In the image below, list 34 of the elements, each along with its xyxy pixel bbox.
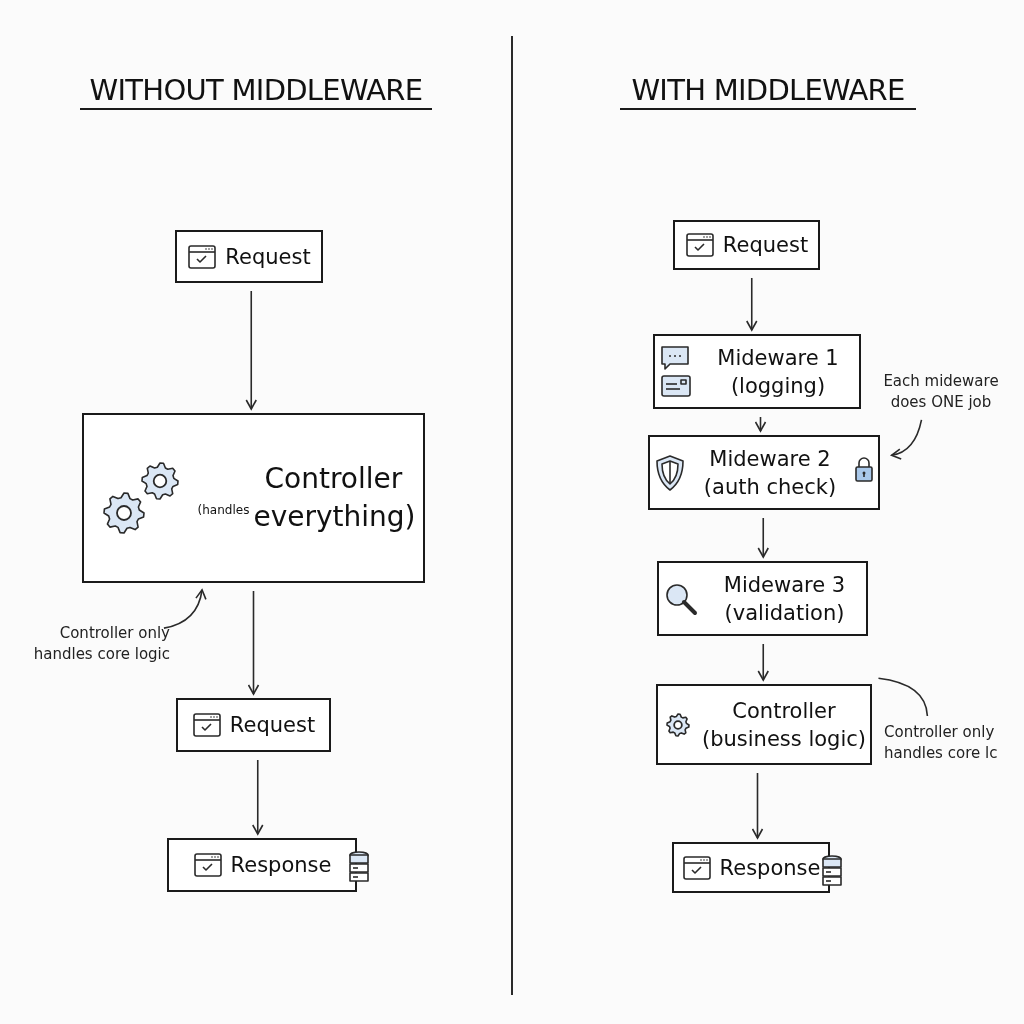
arrow (757, 643, 770, 681)
node-text: Request (229, 712, 316, 739)
process-box (657, 561, 868, 636)
leader-arrow (163, 589, 207, 629)
callout-note: Controller only handles core logic (32, 623, 170, 665)
arrow (247, 590, 260, 695)
arrow (757, 517, 770, 558)
node-text: Mideware 3 (validation) (722, 571, 847, 627)
arrow (251, 759, 264, 835)
node-text: (handles (197, 502, 250, 519)
process-box (175, 230, 323, 283)
leader-arrow (890, 419, 923, 460)
controller-box (82, 413, 425, 583)
arrow (754, 416, 767, 432)
process-box (673, 220, 820, 270)
node-text: Response (230, 852, 332, 879)
section-heading: WITH MIDDLEWARE (620, 72, 916, 110)
process-box (656, 684, 872, 765)
section-heading: WITHOUT MIDDLEWARE (80, 72, 432, 110)
arrow (745, 277, 758, 331)
process-box (176, 698, 331, 752)
process-box (653, 334, 861, 409)
callout-note: Each mideware does ONE job (882, 371, 1000, 413)
callout-note: Controller only handles core lc (884, 722, 999, 764)
node-title: Controller everything) (253, 461, 414, 535)
node-text: Mideware 1 (logging) (716, 344, 840, 400)
node-text: Request (225, 243, 311, 271)
node-text: Request (722, 232, 809, 259)
node-text: Response (719, 854, 821, 882)
process-box (648, 435, 880, 510)
arrow (245, 290, 258, 410)
node-text: Mideware 2 (auth check) (702, 445, 838, 501)
arrow (751, 772, 764, 839)
node-text: Controller (business logic) (702, 697, 866, 753)
